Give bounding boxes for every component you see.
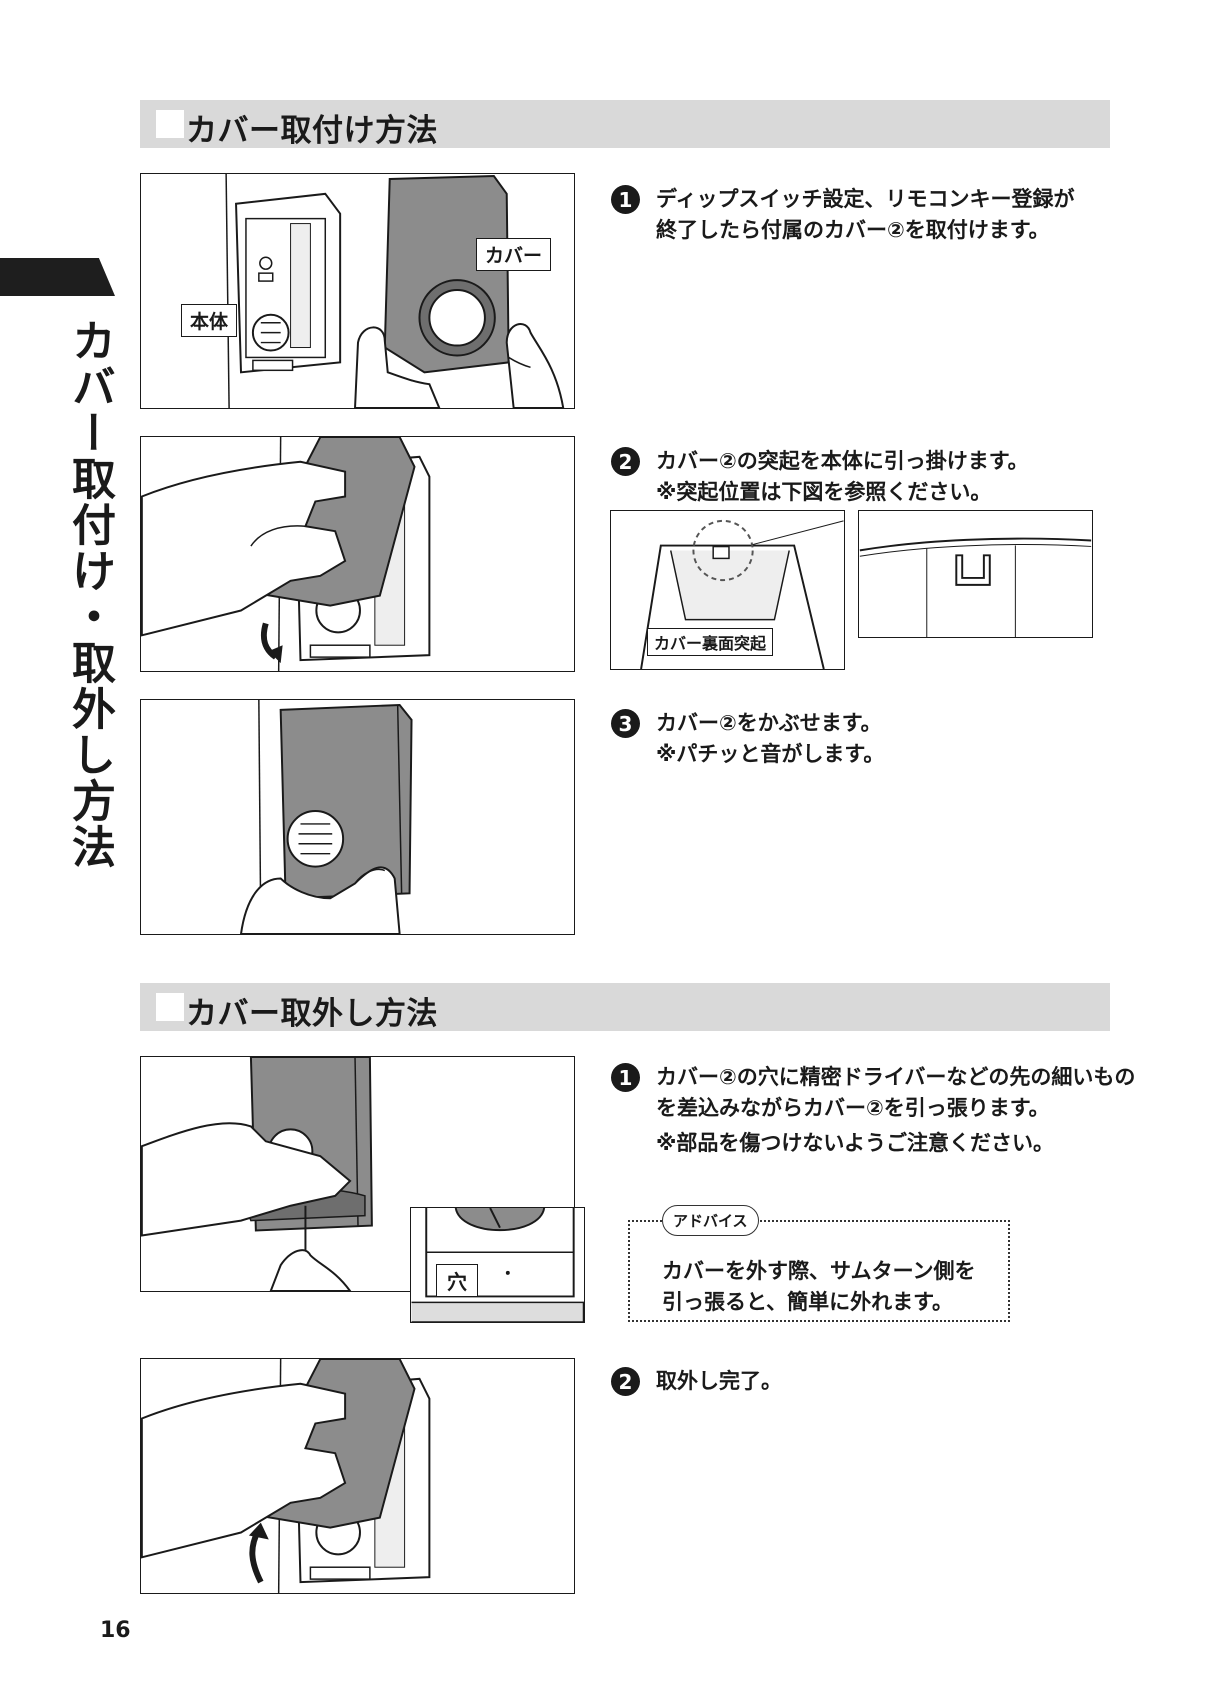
page-number: 16: [100, 1618, 131, 1643]
removal-figure-2: [140, 1358, 575, 1594]
install-step-1: 1 ディップスイッチ設定、リモコンキー登録が 終了したら付属のカバー②を取付けま…: [611, 184, 1075, 246]
section-square-icon: [156, 993, 184, 1021]
install-figure-2: [140, 436, 575, 672]
removal-figure-2-illustration: [141, 1359, 431, 1593]
section-square-icon: [156, 110, 184, 138]
install-step-3: 3 カバー②をかぶせます。 ※パチッと音がします。: [611, 708, 884, 770]
protrusion-closeup-illustration: [859, 537, 1092, 637]
step-number-badge: 3: [611, 709, 640, 738]
removal-section-title: カバー取外し方法: [186, 996, 438, 1032]
step-number-badge: 2: [611, 1367, 640, 1396]
label-protrusion: カバー裏面突起: [647, 628, 774, 656]
advice-box: アドバイス カバーを外す際、サムターン側を 引っ張ると、簡単に外れます。: [628, 1205, 1010, 1322]
removal-step-1-line-2: を差込みながらカバー②を引っ張ります。: [656, 1096, 1050, 1120]
install-step-1-line-2: 終了したら付属のカバー②を取付けます。: [656, 218, 1050, 242]
step-number-badge: 1: [611, 1063, 640, 1092]
install-figure-1: 本体 カバー: [140, 173, 575, 409]
hole-closeup-figure: 穴: [410, 1207, 585, 1323]
label-cover: カバー: [476, 238, 552, 271]
removal-figure-1-illustration: [141, 1057, 373, 1291]
removal-step-2: 2 取外し完了。: [611, 1366, 782, 1397]
install-section-title: カバー取付け方法: [186, 113, 438, 149]
install-figure-2-illustration: [141, 437, 431, 671]
install-figure-1-illustration: [225, 174, 565, 408]
install-step-2-line-2: ※突起位置は下図を参照ください。: [656, 480, 992, 504]
side-index-title: カバー取付け・取外し方法: [64, 318, 115, 870]
step-number-badge: 1: [611, 185, 640, 214]
advice-line-2: 引っ張ると、簡単に外れます。: [662, 1290, 954, 1314]
label-hole: 穴: [436, 1264, 478, 1297]
install-step-3-line-2: ※パチッと音がします。: [656, 742, 885, 766]
advice-badge: アドバイス: [662, 1205, 759, 1236]
removal-step-1: 1 カバー②の穴に精密ドライバーなどの先の細いもの を差込みながらカバー②を引っ…: [611, 1062, 1135, 1159]
removal-step-2-line-1: 取外し完了。: [656, 1369, 782, 1393]
install-step-2: 2 カバー②の突起を本体に引っ掛けます。 ※突起位置は下図を参照ください。: [611, 446, 1029, 508]
protrusion-detail-figure: カバー裏面突起: [610, 510, 845, 670]
removal-section-header: カバー取外し方法: [140, 983, 1110, 1032]
install-step-1-line-1: ディップスイッチ設定、リモコンキー登録が: [656, 187, 1075, 211]
install-step-3-line-1: カバー②をかぶせます。: [656, 711, 882, 735]
removal-step-1-line-3: ※部品を傷つけないようご注意ください。: [656, 1131, 1054, 1155]
install-step-2-line-1: カバー②の突起を本体に引っ掛けます。: [656, 449, 1029, 473]
side-index-tab: [0, 258, 115, 296]
install-figure-3: [140, 699, 575, 935]
install-figure-3-illustration: [239, 700, 413, 934]
label-body: 本体: [181, 304, 238, 337]
step-number-badge: 2: [611, 447, 640, 476]
install-section-header: カバー取付け方法: [140, 100, 1110, 149]
removal-step-1-line-1: カバー②の穴に精密ドライバーなどの先の細いもの: [656, 1065, 1136, 1089]
advice-line-1: カバーを外す際、サムターン側を: [662, 1259, 976, 1283]
protrusion-closeup-figure: [858, 510, 1093, 638]
